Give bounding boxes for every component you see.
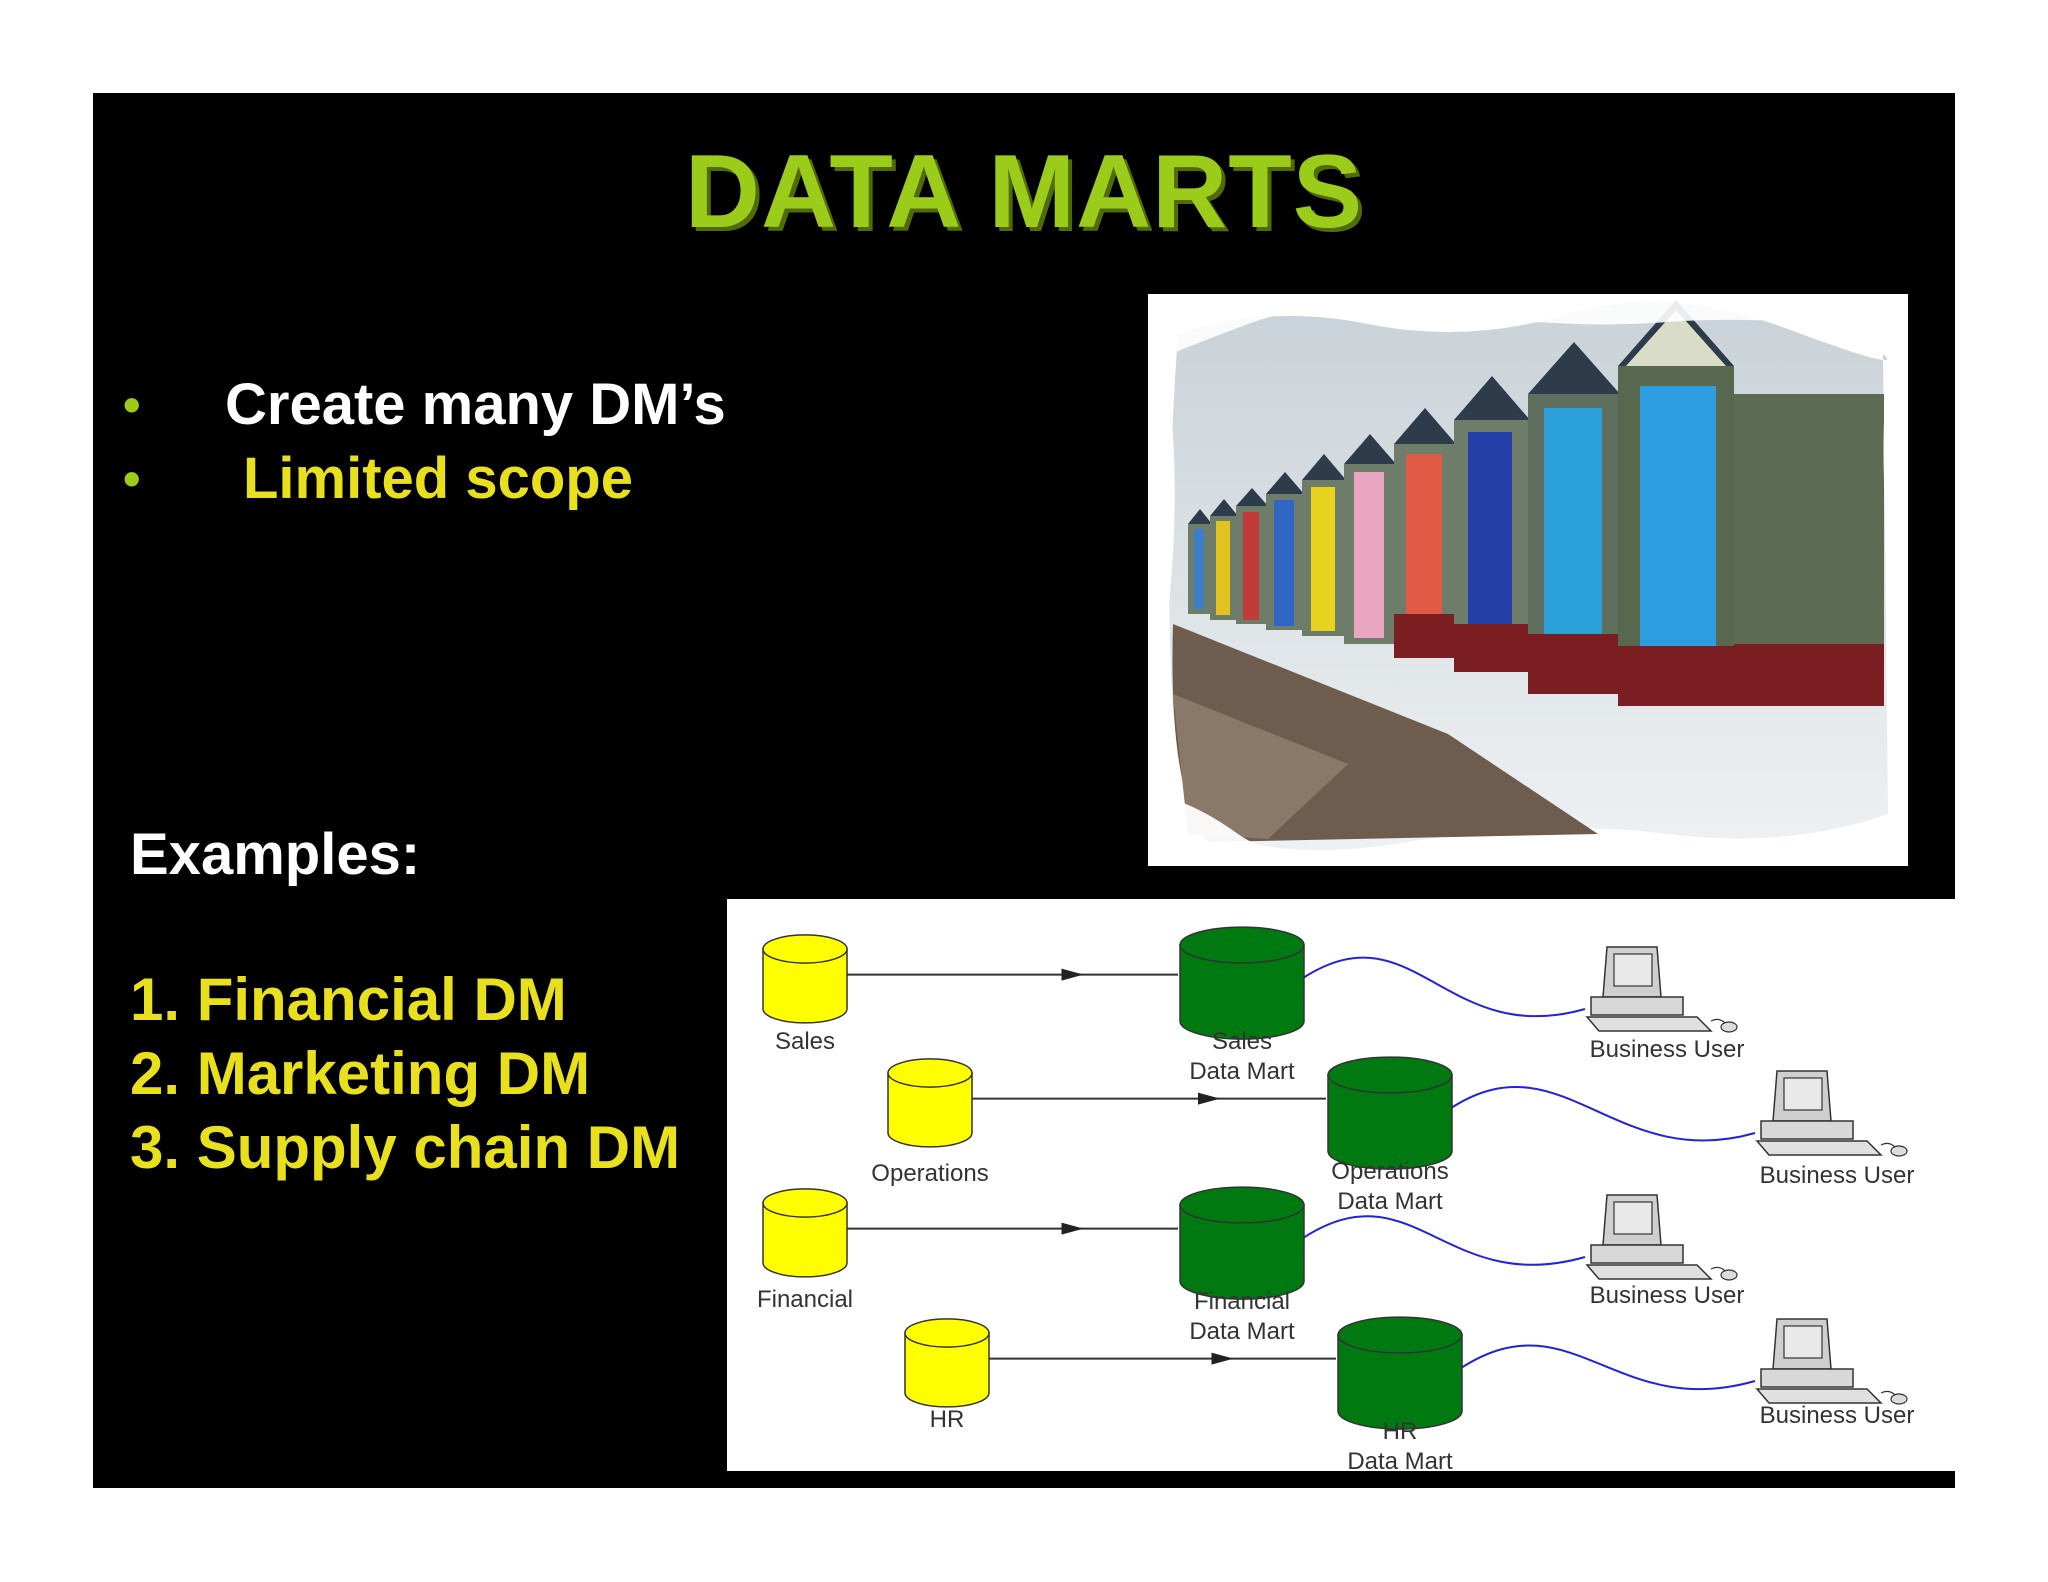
data-mart-label: Data Mart [1189,1318,1295,1345]
examples-heading: Examples: [130,822,421,887]
business-user-label: Business User [1760,1162,1915,1189]
business-user-label: Business User [1590,1036,1745,1063]
data-mart-label: Operations [1331,1158,1448,1185]
example-item: 2. Marketing DM [130,1040,591,1107]
business-user-computer-icon [1755,1070,1908,1157]
bullet-marker: • [123,451,141,507]
data-mart-label: Financial [1194,1288,1290,1315]
data-mart-database [1179,1204,1305,1300]
business-user-label: Business User [1590,1282,1745,1309]
source-database [762,1202,848,1278]
data-mart-database [1337,1334,1463,1430]
source-database [762,948,848,1024]
network-link [1461,1344,1756,1391]
data-mart-database [1179,944,1305,1040]
bullet-text: Create many DM’s [225,372,726,437]
examples-list: 1. Financial DM 2. Marketing DM 3. Suppl… [130,963,680,1185]
business-user-computer-icon [1755,1318,1908,1405]
data-mart-label: Sales [1212,1028,1272,1055]
slide: DATA MARTS • Create many DM’s • Limited … [93,93,1957,1488]
source-label: Sales [775,1028,835,1055]
beach-huts-photo [1148,294,1908,866]
business-user-label: Business User [1760,1402,1915,1429]
source-label: Operations [871,1160,988,1187]
bullet-text: Limited scope [243,446,633,511]
data-mart-label: HR [1383,1418,1418,1445]
business-user-computer-icon [1585,1194,1738,1281]
source-label: Financial [757,1286,853,1313]
beach-huts-illustration [1148,294,1908,866]
source-label: HR [930,1406,965,1433]
network-link [1303,956,1586,1018]
data-mart-database [1327,1074,1453,1170]
source-database [904,1332,990,1408]
business-user-computer-icon [1585,946,1738,1033]
bullet-marker: • [123,377,141,433]
data-mart-label: Data Mart [1189,1058,1295,1085]
data-mart-label: Data Mart [1347,1448,1453,1471]
example-item: 3. Supply chain DM [130,1114,681,1181]
example-item: 1. Financial DM [130,966,567,1033]
slide-title: DATA MARTS [684,134,1364,250]
network-link [1451,1086,1756,1142]
data-mart-label: Data Mart [1337,1188,1443,1215]
source-database [887,1072,973,1148]
network-link [1303,1215,1586,1266]
